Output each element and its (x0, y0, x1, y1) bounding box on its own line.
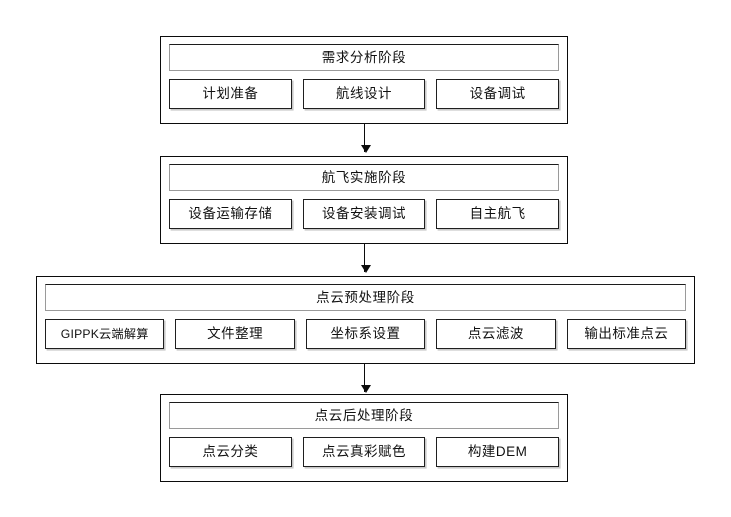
item-route-design[interactable]: 航线设计 (302, 79, 426, 109)
item-file-organization[interactable]: 文件整理 (175, 319, 295, 349)
item-pointcloud-classification[interactable]: 点云分类 (169, 437, 292, 467)
stage-title-requirement-analysis: 需求分析阶段 (169, 44, 559, 71)
stage-title-pointcloud-postprocessing: 点云后处理阶段 (169, 402, 559, 429)
stage-flight-execution: 航飞实施阶段 设备运输存储 设备安装调试 自主航飞 (160, 156, 568, 244)
stage-pointcloud-postprocessing: 点云后处理阶段 点云分类 点云真彩赋色 构建DEM (160, 394, 568, 482)
item-gippk-cloud-solution[interactable]: GIPPK云端解算 (45, 319, 165, 349)
item-autonomous-flight[interactable]: 自主航飞 (436, 199, 560, 229)
item-pointcloud-true-color[interactable]: 点云真彩赋色 (302, 437, 426, 467)
stage-title-flight-execution: 航飞实施阶段 (169, 164, 559, 191)
stage-items-pointcloud-preprocessing: GIPPK云端解算 文件整理 坐标系设置 点云滤波 输出标准点云 (45, 319, 687, 349)
stage-items-requirement-analysis: 计划准备 航线设计 设备调试 (169, 79, 560, 109)
item-equipment-debugging[interactable]: 设备调试 (436, 79, 560, 109)
item-pointcloud-filtering[interactable]: 点云滤波 (436, 319, 556, 349)
item-equipment-installation-debugging[interactable]: 设备安装调试 (302, 199, 426, 229)
stage-pointcloud-preprocessing: 点云预处理阶段 GIPPK云端解算 文件整理 坐标系设置 点云滤波 输出标准点云 (36, 276, 695, 364)
item-build-dem[interactable]: 构建DEM (436, 437, 560, 467)
item-coordinate-system-setting[interactable]: 坐标系设置 (305, 319, 426, 349)
arrow-stage1-to-stage2 (360, 124, 371, 153)
arrow-stage2-to-stage3 (360, 244, 371, 273)
stage-title-pointcloud-preprocessing: 点云预处理阶段 (45, 284, 686, 311)
stage-items-flight-execution: 设备运输存储 设备安装调试 自主航飞 (169, 199, 560, 229)
stage-requirement-analysis: 需求分析阶段 计划准备 航线设计 设备调试 (160, 36, 568, 124)
item-output-standard-pointcloud[interactable]: 输出标准点云 (566, 319, 687, 349)
arrow-stage3-to-stage4 (360, 364, 371, 393)
stage-items-pointcloud-postprocessing: 点云分类 点云真彩赋色 构建DEM (169, 437, 560, 467)
item-plan-preparation[interactable]: 计划准备 (169, 79, 292, 109)
item-equipment-transport-storage[interactable]: 设备运输存储 (169, 199, 292, 229)
